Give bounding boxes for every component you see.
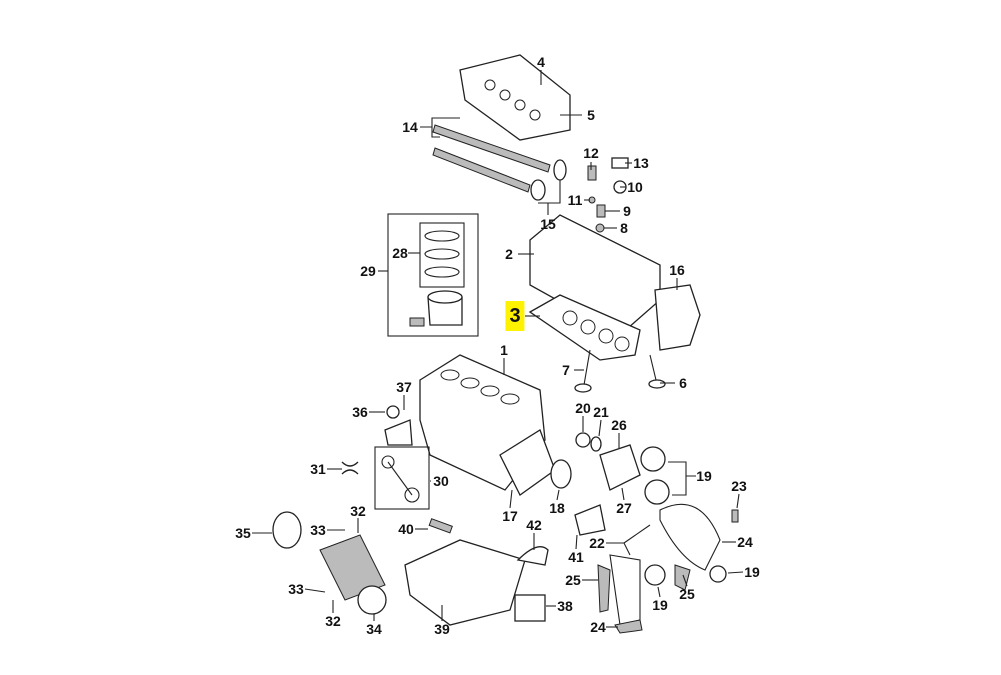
callout-23[interactable]: 23	[731, 478, 747, 494]
callout-4[interactable]: 4	[537, 54, 545, 70]
callout-27[interactable]: 27	[616, 500, 632, 516]
callout-33[interactable]: 33	[310, 522, 326, 538]
callout-6[interactable]: 6	[679, 375, 687, 391]
callout-41[interactable]: 41	[568, 549, 584, 565]
callout-31[interactable]: 31	[310, 461, 326, 477]
callout-11[interactable]: 11	[567, 192, 583, 208]
callout-30[interactable]: 30	[433, 473, 449, 489]
leader-lines	[252, 70, 744, 628]
callout-8[interactable]: 8	[620, 220, 628, 236]
callout-19[interactable]: 19	[744, 564, 760, 580]
callout-20[interactable]: 20	[575, 400, 591, 416]
oil-pan-part	[404, 539, 526, 626]
callout-25[interactable]: 25	[565, 572, 581, 588]
callout-9[interactable]: 9	[623, 203, 631, 219]
callout-15[interactable]: 15	[540, 216, 556, 232]
callout-32[interactable]: 32	[325, 613, 341, 629]
callout-1[interactable]: 1	[500, 342, 508, 358]
callout-34[interactable]: 34	[366, 621, 382, 637]
callout-14[interactable]: 14	[402, 119, 418, 135]
callout-21[interactable]: 21	[593, 404, 609, 420]
callout-26[interactable]: 26	[611, 417, 627, 433]
callout-25[interactable]: 25	[679, 586, 695, 602]
callout-36[interactable]: 36	[352, 404, 368, 420]
piston-kit-box	[387, 213, 479, 337]
callout-5[interactable]: 5	[587, 107, 595, 123]
callout-18[interactable]: 18	[549, 500, 565, 516]
callout-22[interactable]: 22	[589, 535, 605, 551]
callout-35[interactable]: 35	[235, 525, 251, 541]
callout-24[interactable]: 24	[590, 619, 606, 635]
callout-32[interactable]: 32	[350, 503, 366, 519]
callout-38[interactable]: 38	[557, 598, 573, 614]
callout-13[interactable]: 13	[633, 155, 649, 171]
head-gasket-part	[528, 294, 641, 361]
callout-12[interactable]: 12	[583, 145, 599, 161]
callout-37[interactable]: 37	[396, 379, 412, 395]
callout-3-highlighted[interactable]: 3	[505, 301, 525, 331]
callout-10[interactable]: 10	[627, 179, 643, 195]
callout-17[interactable]: 17	[502, 508, 518, 524]
camshaft-part	[432, 124, 551, 193]
callout-42[interactable]: 42	[526, 517, 542, 533]
callout-19[interactable]: 19	[696, 468, 712, 484]
callout-40[interactable]: 40	[398, 521, 414, 537]
callout-19[interactable]: 19	[652, 597, 668, 613]
callout-28[interactable]: 28	[392, 245, 408, 261]
callout-33[interactable]: 33	[288, 581, 304, 597]
callout-2[interactable]: 2	[505, 246, 513, 262]
callout-16[interactable]: 16	[669, 262, 685, 278]
callout-39[interactable]: 39	[434, 621, 450, 637]
valve-cover-part	[459, 54, 571, 141]
callout-29[interactable]: 29	[360, 263, 376, 279]
piston-rings-box	[419, 222, 465, 288]
timing-cover-part	[654, 284, 701, 351]
callout-24[interactable]: 24	[737, 534, 753, 550]
callout-7[interactable]: 7	[562, 362, 570, 378]
